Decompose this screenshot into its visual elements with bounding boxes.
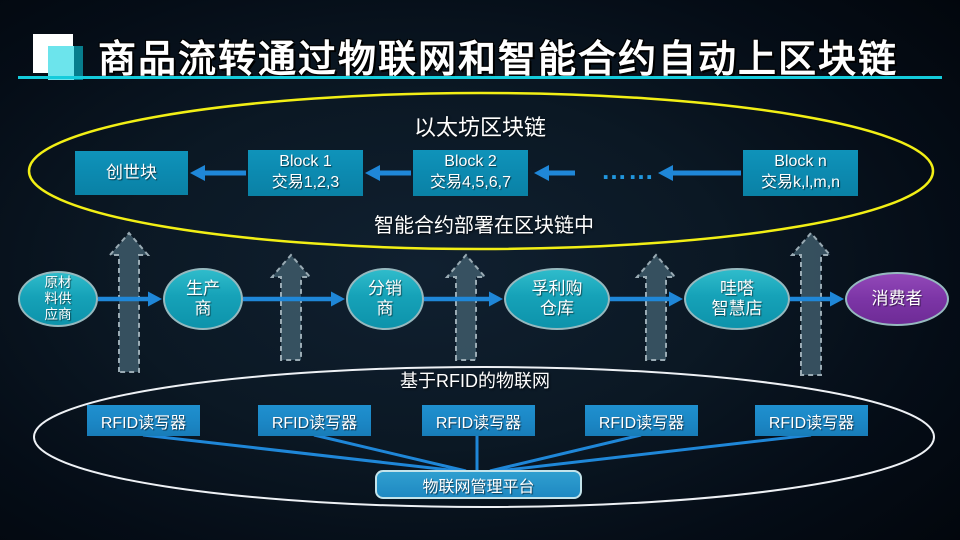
- entity-label: 生产 商: [186, 278, 220, 318]
- smart-contract-note: 智能合约部署在区块链中: [374, 215, 594, 237]
- entity-distributor: 分销 商: [346, 268, 424, 330]
- block-name: Block n: [774, 153, 827, 171]
- entity-label: 消费者: [871, 288, 923, 308]
- rfid-connector-lines: [142, 433, 812, 473]
- rfid-reader-box-4: RFID读写器: [585, 405, 698, 436]
- upload-arrow-icon: [444, 253, 488, 361]
- iot-section-label: 基于RFID的物联网: [400, 371, 550, 391]
- upload-arrow-icon: [107, 231, 151, 373]
- upload-arrow-icon: [269, 253, 313, 361]
- blockchain-section-label: 以太坊区块链: [413, 114, 546, 140]
- rfid-reader-label: RFID读写器: [768, 414, 855, 432]
- genesis-block-box: 创世块: [75, 151, 188, 195]
- rfid-reader-box-5: RFID读写器: [755, 405, 868, 436]
- block-chain-arrows: [190, 165, 741, 181]
- title-underline: [18, 76, 942, 79]
- block-1-box: Block 1 交易1,2,3: [248, 150, 363, 196]
- blockchain-ellipse-outline: [27, 91, 935, 251]
- block-2-box: Block 2 交易4,5,6,7: [413, 150, 528, 196]
- chain-ellipsis: ……: [601, 155, 655, 185]
- block-transactions: 交易1,2,3: [271, 174, 340, 191]
- block-transactions: 交易4,5,6,7: [430, 174, 511, 191]
- slide-title: 商品流转通过物联网和智能合约自动上区块链: [98, 39, 899, 81]
- entity-label: 哇嗒 智慧店: [711, 278, 763, 318]
- upload-arrow-icon: [634, 253, 678, 361]
- rfid-reader-label: RFID读写器: [598, 414, 685, 432]
- block-name: Block 2: [444, 153, 497, 171]
- iot-ellipse-outline: [33, 366, 935, 508]
- block-transactions: 交易k,l,m,n: [760, 174, 841, 191]
- entity-label: 分销 商: [368, 278, 402, 318]
- rfid-reader-label: RFID读写器: [271, 414, 358, 432]
- iot-platform-box: 物联网管理平台: [375, 470, 582, 499]
- rfid-reader-box-2: RFID读写器: [258, 405, 371, 436]
- upload-dashed-arrows: [107, 231, 833, 376]
- genesis-block-label: 创世块: [106, 162, 157, 182]
- iot-platform-label: 物联网管理平台: [422, 478, 535, 496]
- rfid-reader-label: RFID读写器: [100, 414, 187, 432]
- rfid-reader-label: RFID读写器: [435, 414, 522, 432]
- block-name: Block 1: [279, 153, 332, 171]
- supply-chain-arrows: [98, 291, 844, 307]
- entity-wada-smart-store: 哇嗒 智慧店: [684, 268, 790, 330]
- block-n-box: Block n 交易k,l,m,n: [743, 150, 858, 196]
- rfid-reader-box-1: RFID读写器: [87, 405, 200, 436]
- entity-raw-material-supplier: 原材 料供 应商: [18, 271, 98, 327]
- rfid-reader-box-3: RFID读写器: [422, 405, 535, 436]
- upload-arrow-icon: [789, 231, 833, 376]
- entity-producer: 生产 商: [163, 268, 243, 330]
- entity-label: 孚利购 仓库: [531, 278, 583, 318]
- title-marker-front-icon: [48, 46, 74, 80]
- entity-fuligou-warehouse: 孚利购 仓库: [504, 268, 610, 330]
- entity-consumer: 消费者: [845, 272, 949, 326]
- entity-label: 原材 料供 应商: [44, 275, 72, 322]
